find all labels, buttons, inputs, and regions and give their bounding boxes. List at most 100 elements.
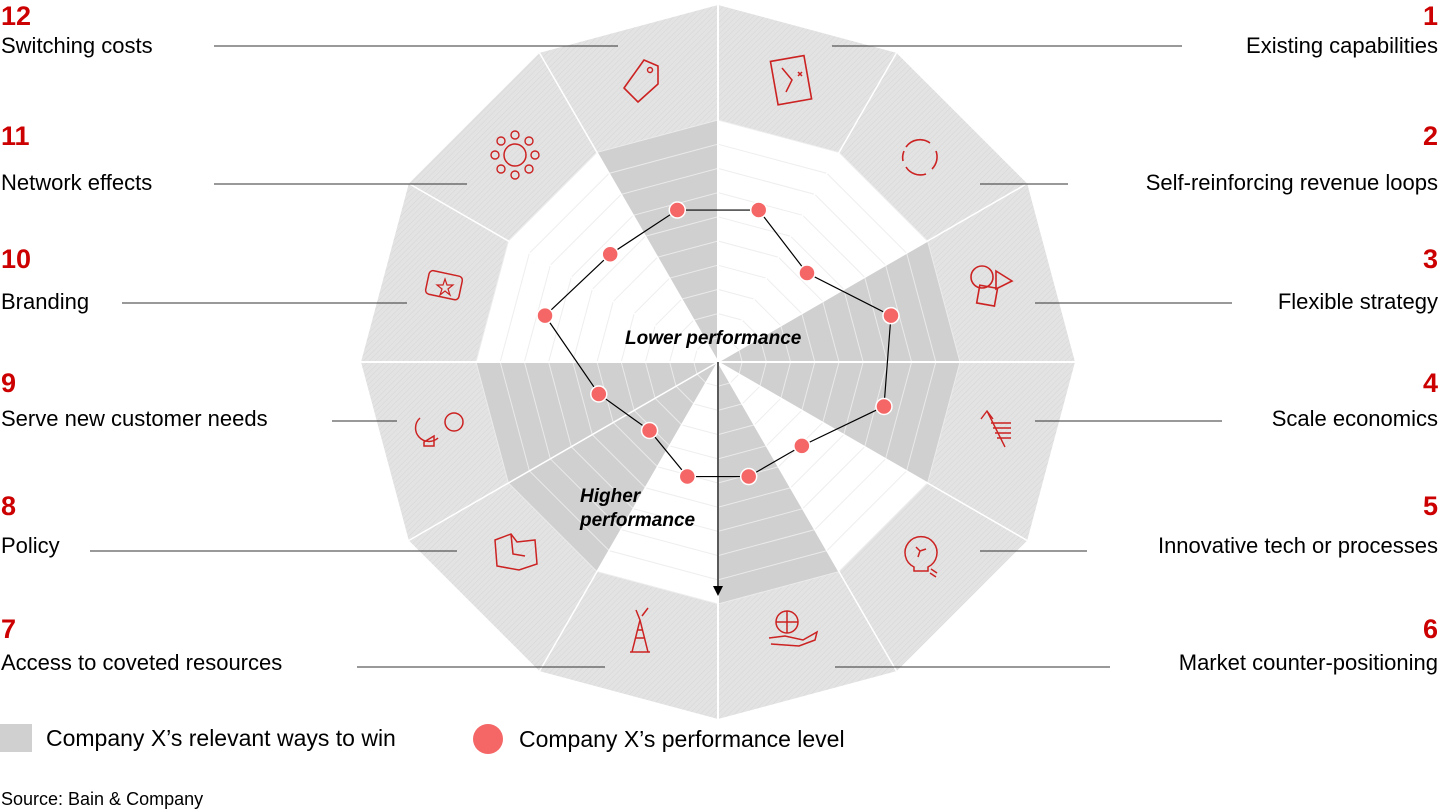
category-number: 2: [1422, 121, 1438, 151]
spoke: [538, 52, 719, 363]
sector: [476, 241, 718, 362]
source-note: Source: Bain & Company: [1, 789, 204, 809]
performance-point: [601, 245, 619, 263]
category-number: 1: [1422, 1, 1438, 31]
performance-point: [798, 264, 816, 282]
performance-point: [640, 421, 659, 440]
relevant-sector: [718, 362, 839, 604]
category-label: Policy: [1, 533, 60, 558]
body: [414, 417, 439, 447]
spoke: [717, 361, 898, 672]
category-number: 9: [1, 368, 17, 398]
customer-icon: [414, 412, 464, 447]
circle: [970, 265, 994, 289]
legend-label-relevant: Company X’s relevant ways to win: [46, 724, 396, 751]
relevant-sector: [718, 362, 960, 483]
higher-performance-label: Higher performance: [580, 485, 695, 533]
higher-performance-line2: performance: [580, 510, 696, 531]
triangle: [995, 269, 1014, 291]
relevant-sector: [476, 362, 718, 483]
icon-ring-sector: [839, 483, 1028, 672]
category-number: 3: [1422, 244, 1438, 274]
icon-ring-sector: [718, 571, 897, 719]
category-label: Innovative tech or processes: [1157, 533, 1438, 558]
tag: [424, 269, 464, 301]
icon-ring-sector: [539, 5, 718, 153]
spoke: [717, 52, 898, 363]
hand: [768, 611, 819, 647]
arrow-lines: [980, 409, 1011, 448]
legend-performance: Company X’s performance level: [473, 724, 845, 754]
category-number: 7: [1, 614, 17, 644]
sector: [597, 362, 718, 604]
handshake-icon: [494, 533, 538, 571]
relevant-sector: [508, 362, 718, 572]
performance-point: [678, 467, 697, 486]
sector: [718, 362, 928, 572]
brand-tag-icon: [424, 269, 464, 301]
cycle-arrows-icon: [901, 138, 938, 176]
star: [435, 277, 455, 297]
legend-swatch-relevant: [0, 724, 32, 752]
spoke: [717, 361, 1028, 542]
node: [510, 130, 520, 140]
category-label: Self-reinforcing revenue loops: [1145, 170, 1438, 195]
arrowhead-icon: [713, 586, 723, 596]
node: [496, 136, 506, 146]
category-number: 4: [1422, 368, 1438, 398]
spoke: [717, 182, 1028, 363]
performance-point: [875, 397, 893, 416]
category-number: 6: [1422, 614, 1438, 644]
scale-arrow-icon: [980, 409, 1011, 448]
icon-ring-sector: [539, 571, 718, 719]
performance-point: [749, 201, 768, 219]
performance-point: [590, 385, 608, 403]
legend-label-performance: Company X’s performance level: [519, 725, 845, 752]
spoke: [538, 361, 719, 672]
price-tag-icon: [623, 59, 659, 103]
category-label: Network effects: [1, 170, 153, 195]
icon-ring-sector: [408, 52, 597, 241]
performance-point: [793, 437, 811, 455]
legend-relevant: Company X’s relevant ways to win: [0, 724, 396, 752]
category-label: Branding: [1, 289, 90, 314]
strategy-play-icon: [769, 54, 813, 106]
lightbulb-icon: [904, 535, 938, 578]
square: [975, 284, 999, 308]
spoke: [408, 361, 719, 542]
spoke: [408, 182, 719, 363]
tag: [623, 59, 659, 103]
category-label: Serve new customer needs: [1, 406, 268, 431]
node: [530, 150, 540, 160]
rig: [630, 607, 650, 653]
performance-point: [668, 201, 687, 219]
sector: [718, 120, 839, 362]
category-label: Scale economics: [1271, 406, 1438, 431]
category-label: Access to coveted resources: [1, 650, 283, 675]
category-number: 10: [1, 244, 32, 274]
category-number: 11: [1, 121, 30, 151]
category-label: Existing capabilities: [1246, 33, 1438, 58]
performance-point: [882, 306, 900, 325]
icon-ring-sector: [927, 183, 1075, 362]
relevant-sector: [597, 120, 718, 362]
arcs: [901, 138, 938, 176]
legend-dot-performance: [473, 724, 503, 754]
play: [781, 67, 803, 93]
head: [444, 412, 464, 432]
icon-ring-sector: [408, 483, 597, 672]
bulb: [904, 535, 938, 578]
icon-ring-sector: [361, 183, 509, 362]
category-label: Market counter-positioning: [1178, 650, 1438, 675]
category-label: Flexible strategy: [1277, 289, 1438, 314]
performance-point: [739, 467, 758, 486]
node: [496, 164, 506, 174]
node: [524, 164, 534, 174]
hole: [646, 66, 654, 74]
icon-ring-sector: [927, 362, 1075, 541]
node: [490, 150, 500, 160]
icon-ring-sector: [839, 52, 1028, 241]
node: [524, 136, 534, 146]
category-number: 8: [1, 491, 17, 521]
